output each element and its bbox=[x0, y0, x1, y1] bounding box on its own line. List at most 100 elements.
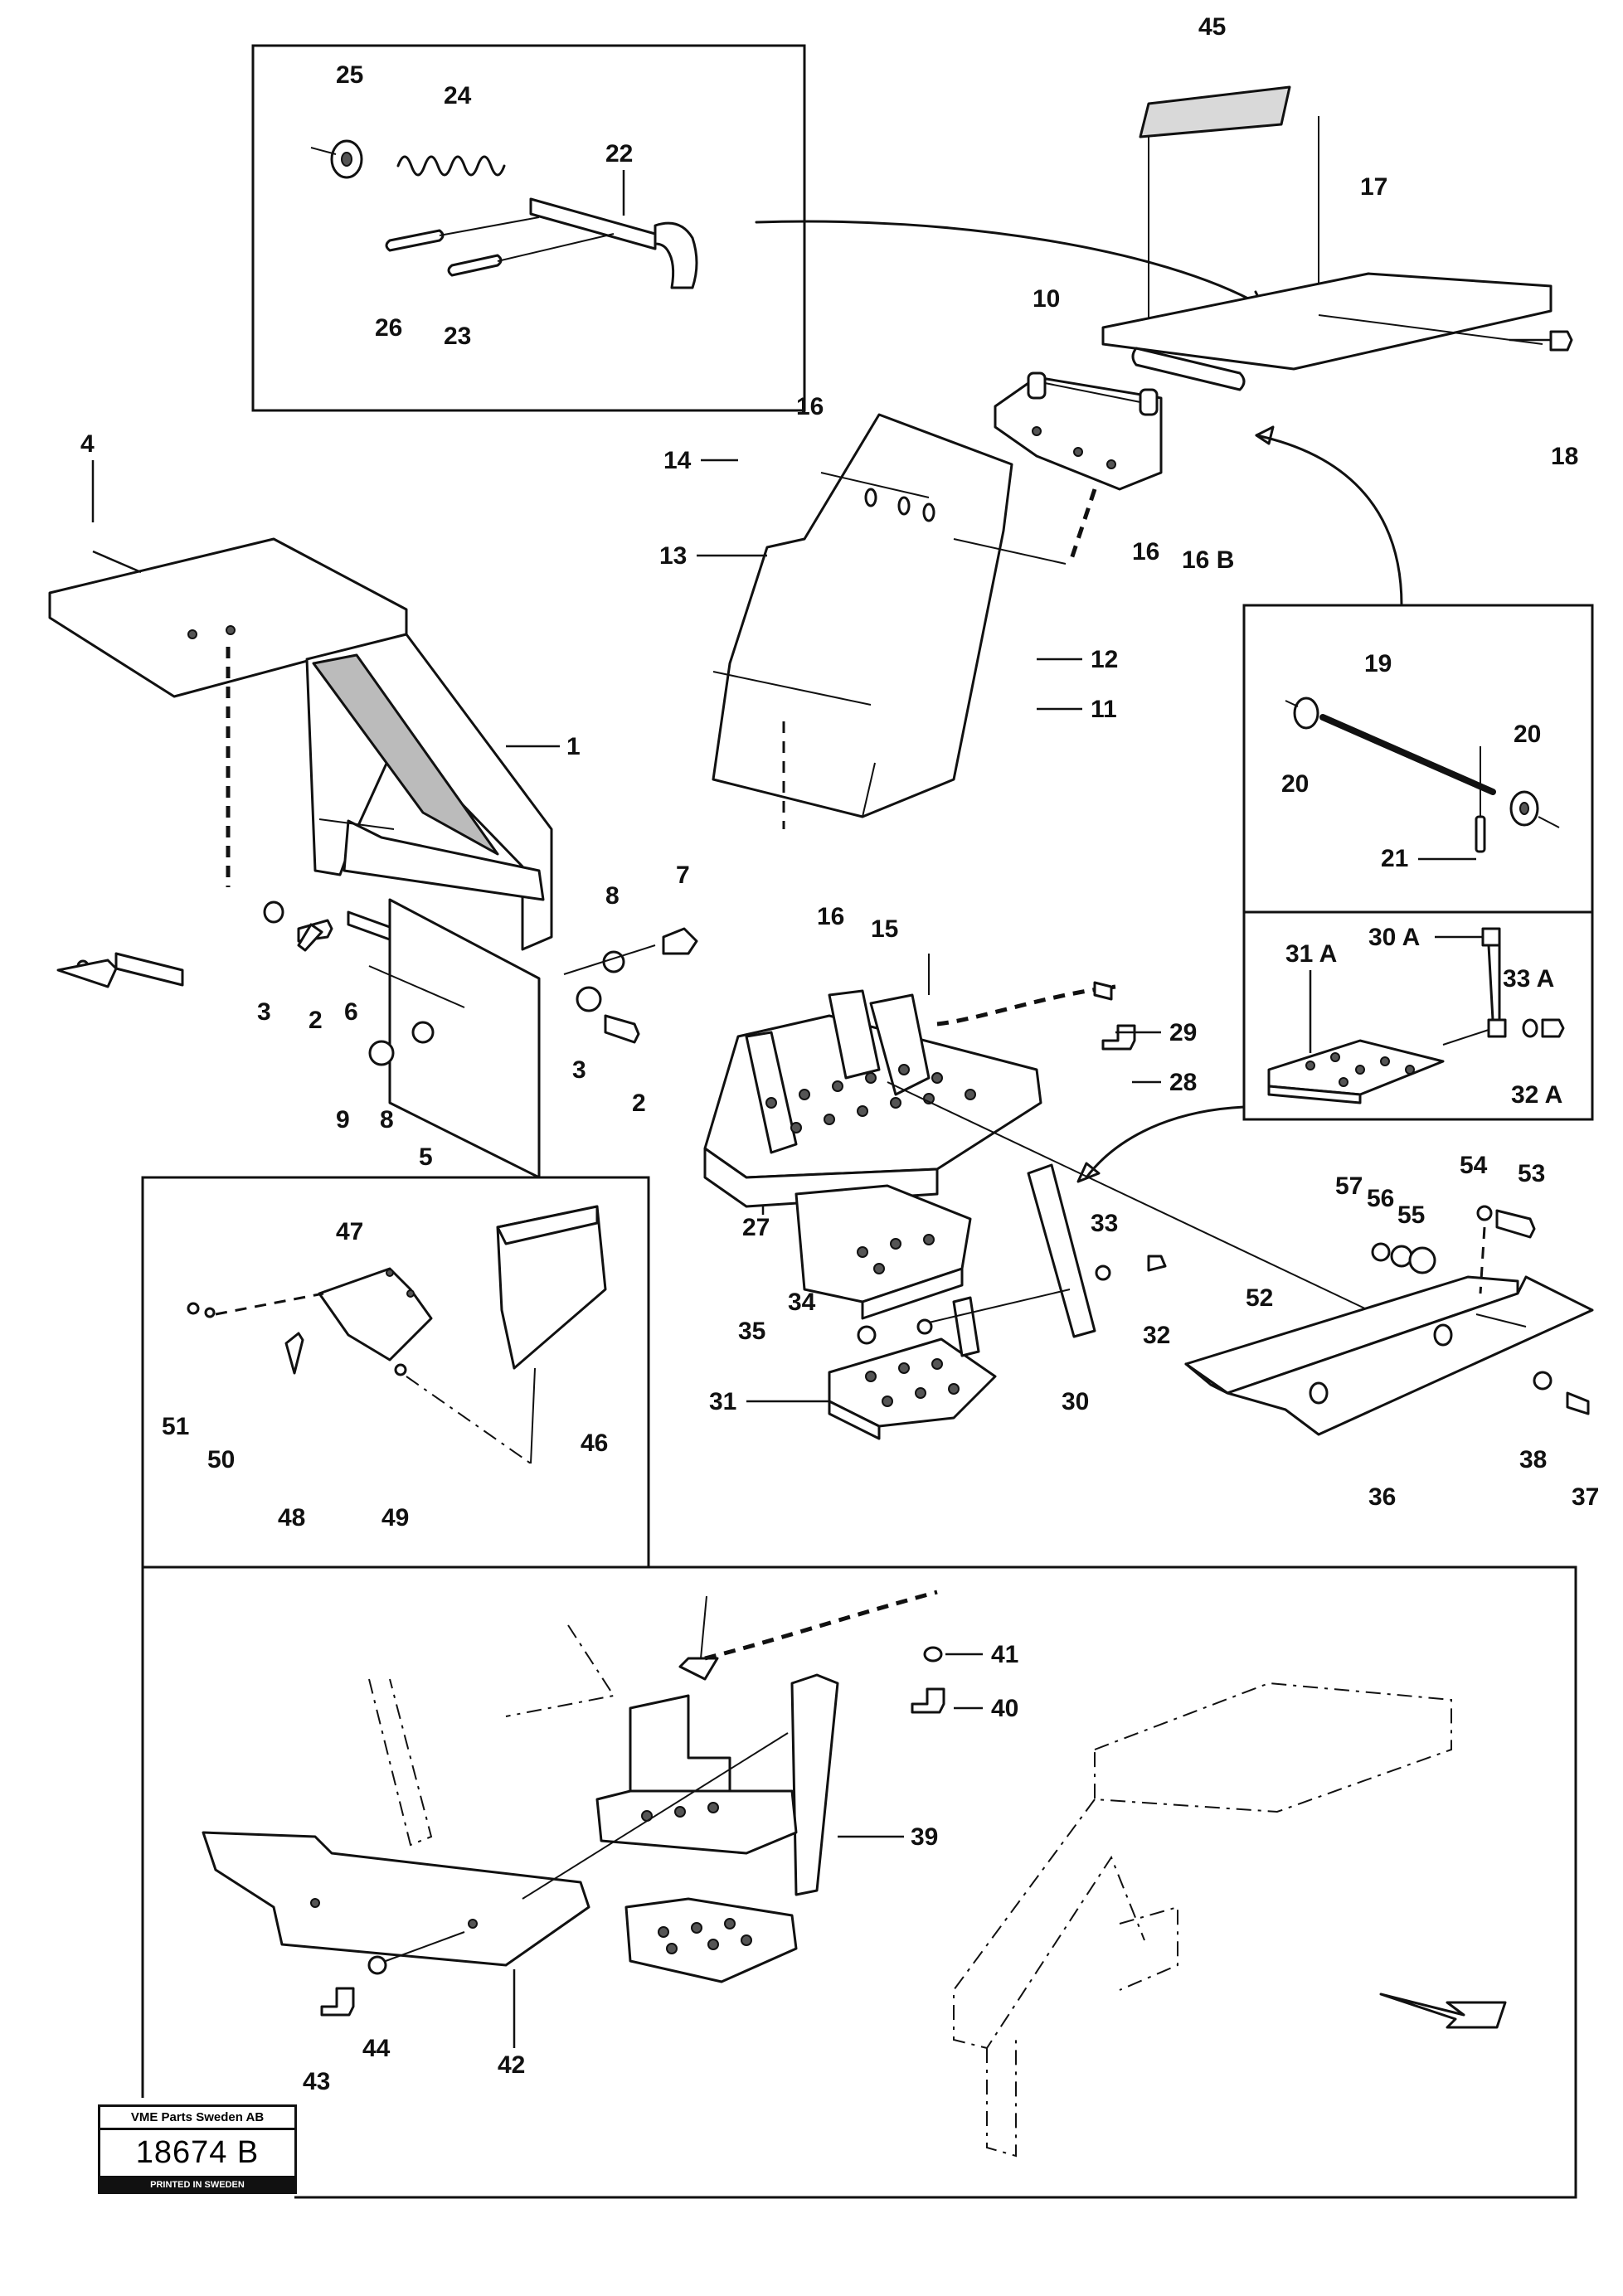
inset-box-step-variant bbox=[1242, 910, 1594, 1121]
label-57: 57 bbox=[1335, 1172, 1363, 1200]
spring-24 bbox=[396, 155, 506, 177]
washer-33 bbox=[1095, 1264, 1111, 1281]
strip-42 bbox=[202, 1831, 590, 1967]
label-5: 5 bbox=[419, 1143, 433, 1171]
label-28: 28 bbox=[1169, 1069, 1197, 1096]
label-15: 15 bbox=[871, 915, 898, 943]
label-41: 41 bbox=[991, 1641, 1018, 1668]
label-40: 40 bbox=[991, 1695, 1018, 1722]
label-1: 1 bbox=[566, 733, 581, 760]
washer-51 bbox=[187, 1302, 200, 1315]
label-7: 7 bbox=[676, 862, 690, 889]
label-20-left: 20 bbox=[1281, 770, 1309, 798]
ghost-frame bbox=[953, 1682, 1507, 2158]
washer-3b bbox=[576, 986, 602, 1012]
label-38: 38 bbox=[1519, 1446, 1547, 1473]
tray-36-group bbox=[1184, 1205, 1594, 1436]
label-12: 12 bbox=[1091, 646, 1118, 673]
label-31A: 31 A bbox=[1285, 940, 1337, 968]
washer-54 bbox=[1476, 1205, 1493, 1221]
bolt-40 bbox=[911, 1687, 945, 1714]
label-55: 55 bbox=[1397, 1201, 1425, 1229]
inset-box-step-lower bbox=[143, 1565, 1577, 2199]
label-4: 4 bbox=[80, 430, 95, 458]
link-30A-top bbox=[1481, 927, 1501, 947]
washer-41 bbox=[923, 1646, 943, 1663]
bushing-20a bbox=[1293, 697, 1319, 730]
label-27: 27 bbox=[742, 1214, 770, 1241]
label-42: 42 bbox=[498, 2051, 525, 2079]
bracket-30 bbox=[1027, 1163, 1096, 1338]
washer-44 bbox=[367, 1955, 387, 1975]
washer-56 bbox=[1390, 1245, 1413, 1268]
clip-48 bbox=[284, 1332, 304, 1375]
label-52: 52 bbox=[1246, 1284, 1273, 1312]
label-29: 29 bbox=[1169, 1019, 1197, 1046]
bolt-43 bbox=[320, 1987, 355, 2017]
label-24: 24 bbox=[444, 82, 472, 109]
washer-50 bbox=[204, 1307, 216, 1318]
label-45: 45 bbox=[1198, 13, 1226, 41]
pin-handle-22 bbox=[654, 221, 698, 289]
label-47: 47 bbox=[336, 1218, 363, 1245]
step-variant-assembly bbox=[1076, 927, 1565, 1183]
bolt-7 bbox=[662, 927, 698, 955]
part-number-stamp: VME Parts Sweden AB 18674 B PRINTED IN S… bbox=[98, 2104, 297, 2194]
lower-step-group bbox=[202, 1590, 945, 2017]
callout-arc-right bbox=[1255, 434, 1403, 607]
label-36: 36 bbox=[1368, 1483, 1396, 1511]
washer-8a bbox=[602, 950, 625, 973]
washer-3a bbox=[263, 900, 284, 924]
label-39: 39 bbox=[911, 1823, 938, 1851]
label-56: 56 bbox=[1367, 1185, 1394, 1212]
stamp-printed: PRINTED IN SWEDEN bbox=[100, 2178, 294, 2192]
bracket-47 bbox=[318, 1267, 433, 1362]
label-6: 6 bbox=[344, 998, 358, 1026]
step-assembly-27 bbox=[703, 954, 1369, 1320]
label-30: 30 bbox=[1062, 1388, 1089, 1415]
link-30A bbox=[1487, 944, 1501, 1022]
rod-assembly bbox=[1255, 425, 1560, 853]
label-19: 19 bbox=[1364, 650, 1392, 677]
clip-26 bbox=[385, 229, 445, 252]
label-14: 14 bbox=[663, 447, 692, 474]
stamp-number: 18674 B bbox=[100, 2130, 294, 2178]
label-2-left: 2 bbox=[309, 1007, 323, 1034]
label-48: 48 bbox=[278, 1504, 305, 1531]
label-21: 21 bbox=[1381, 845, 1408, 872]
label-30A: 30 A bbox=[1368, 924, 1420, 951]
nut-35 bbox=[857, 1325, 877, 1345]
top-plate-group bbox=[1101, 85, 1573, 391]
label-31: 31 bbox=[709, 1388, 736, 1415]
inset-frames bbox=[141, 44, 1594, 2199]
label-44: 44 bbox=[362, 2035, 391, 2062]
tray-36 bbox=[1184, 1275, 1594, 1436]
label-16-top: 16 bbox=[796, 393, 824, 420]
left-fasteners bbox=[56, 900, 698, 1066]
label-54: 54 bbox=[1460, 1152, 1488, 1179]
label-53: 53 bbox=[1518, 1160, 1545, 1187]
label-16-mid: 16 bbox=[1132, 538, 1159, 566]
washer-8b bbox=[411, 1021, 435, 1044]
bolt-18 bbox=[1549, 330, 1573, 352]
platform-17 bbox=[1101, 272, 1553, 371]
label-33: 33 bbox=[1091, 1210, 1118, 1237]
washer-29 bbox=[1093, 981, 1113, 1001]
pad-45 bbox=[1139, 85, 1291, 138]
stamp-company: VME Parts Sweden AB bbox=[100, 2107, 294, 2130]
bolt-28 bbox=[1101, 1024, 1136, 1051]
label-22: 22 bbox=[605, 140, 633, 167]
label-32A: 32 A bbox=[1511, 1081, 1562, 1109]
hinge-bracket-10 bbox=[994, 371, 1163, 565]
arrow-left-body bbox=[114, 952, 184, 987]
label-16B: 16 B bbox=[1182, 546, 1234, 574]
label-35: 35 bbox=[738, 1318, 765, 1345]
label-3-left: 3 bbox=[257, 998, 271, 1026]
label-23: 23 bbox=[444, 323, 471, 350]
label-46: 46 bbox=[581, 1430, 608, 1457]
pin-shaft-22 bbox=[529, 197, 657, 250]
label-26: 26 bbox=[375, 314, 402, 342]
washer-38 bbox=[1533, 1371, 1553, 1391]
inset-box-handle-pin bbox=[251, 44, 806, 412]
label-33A: 33 A bbox=[1503, 965, 1554, 993]
